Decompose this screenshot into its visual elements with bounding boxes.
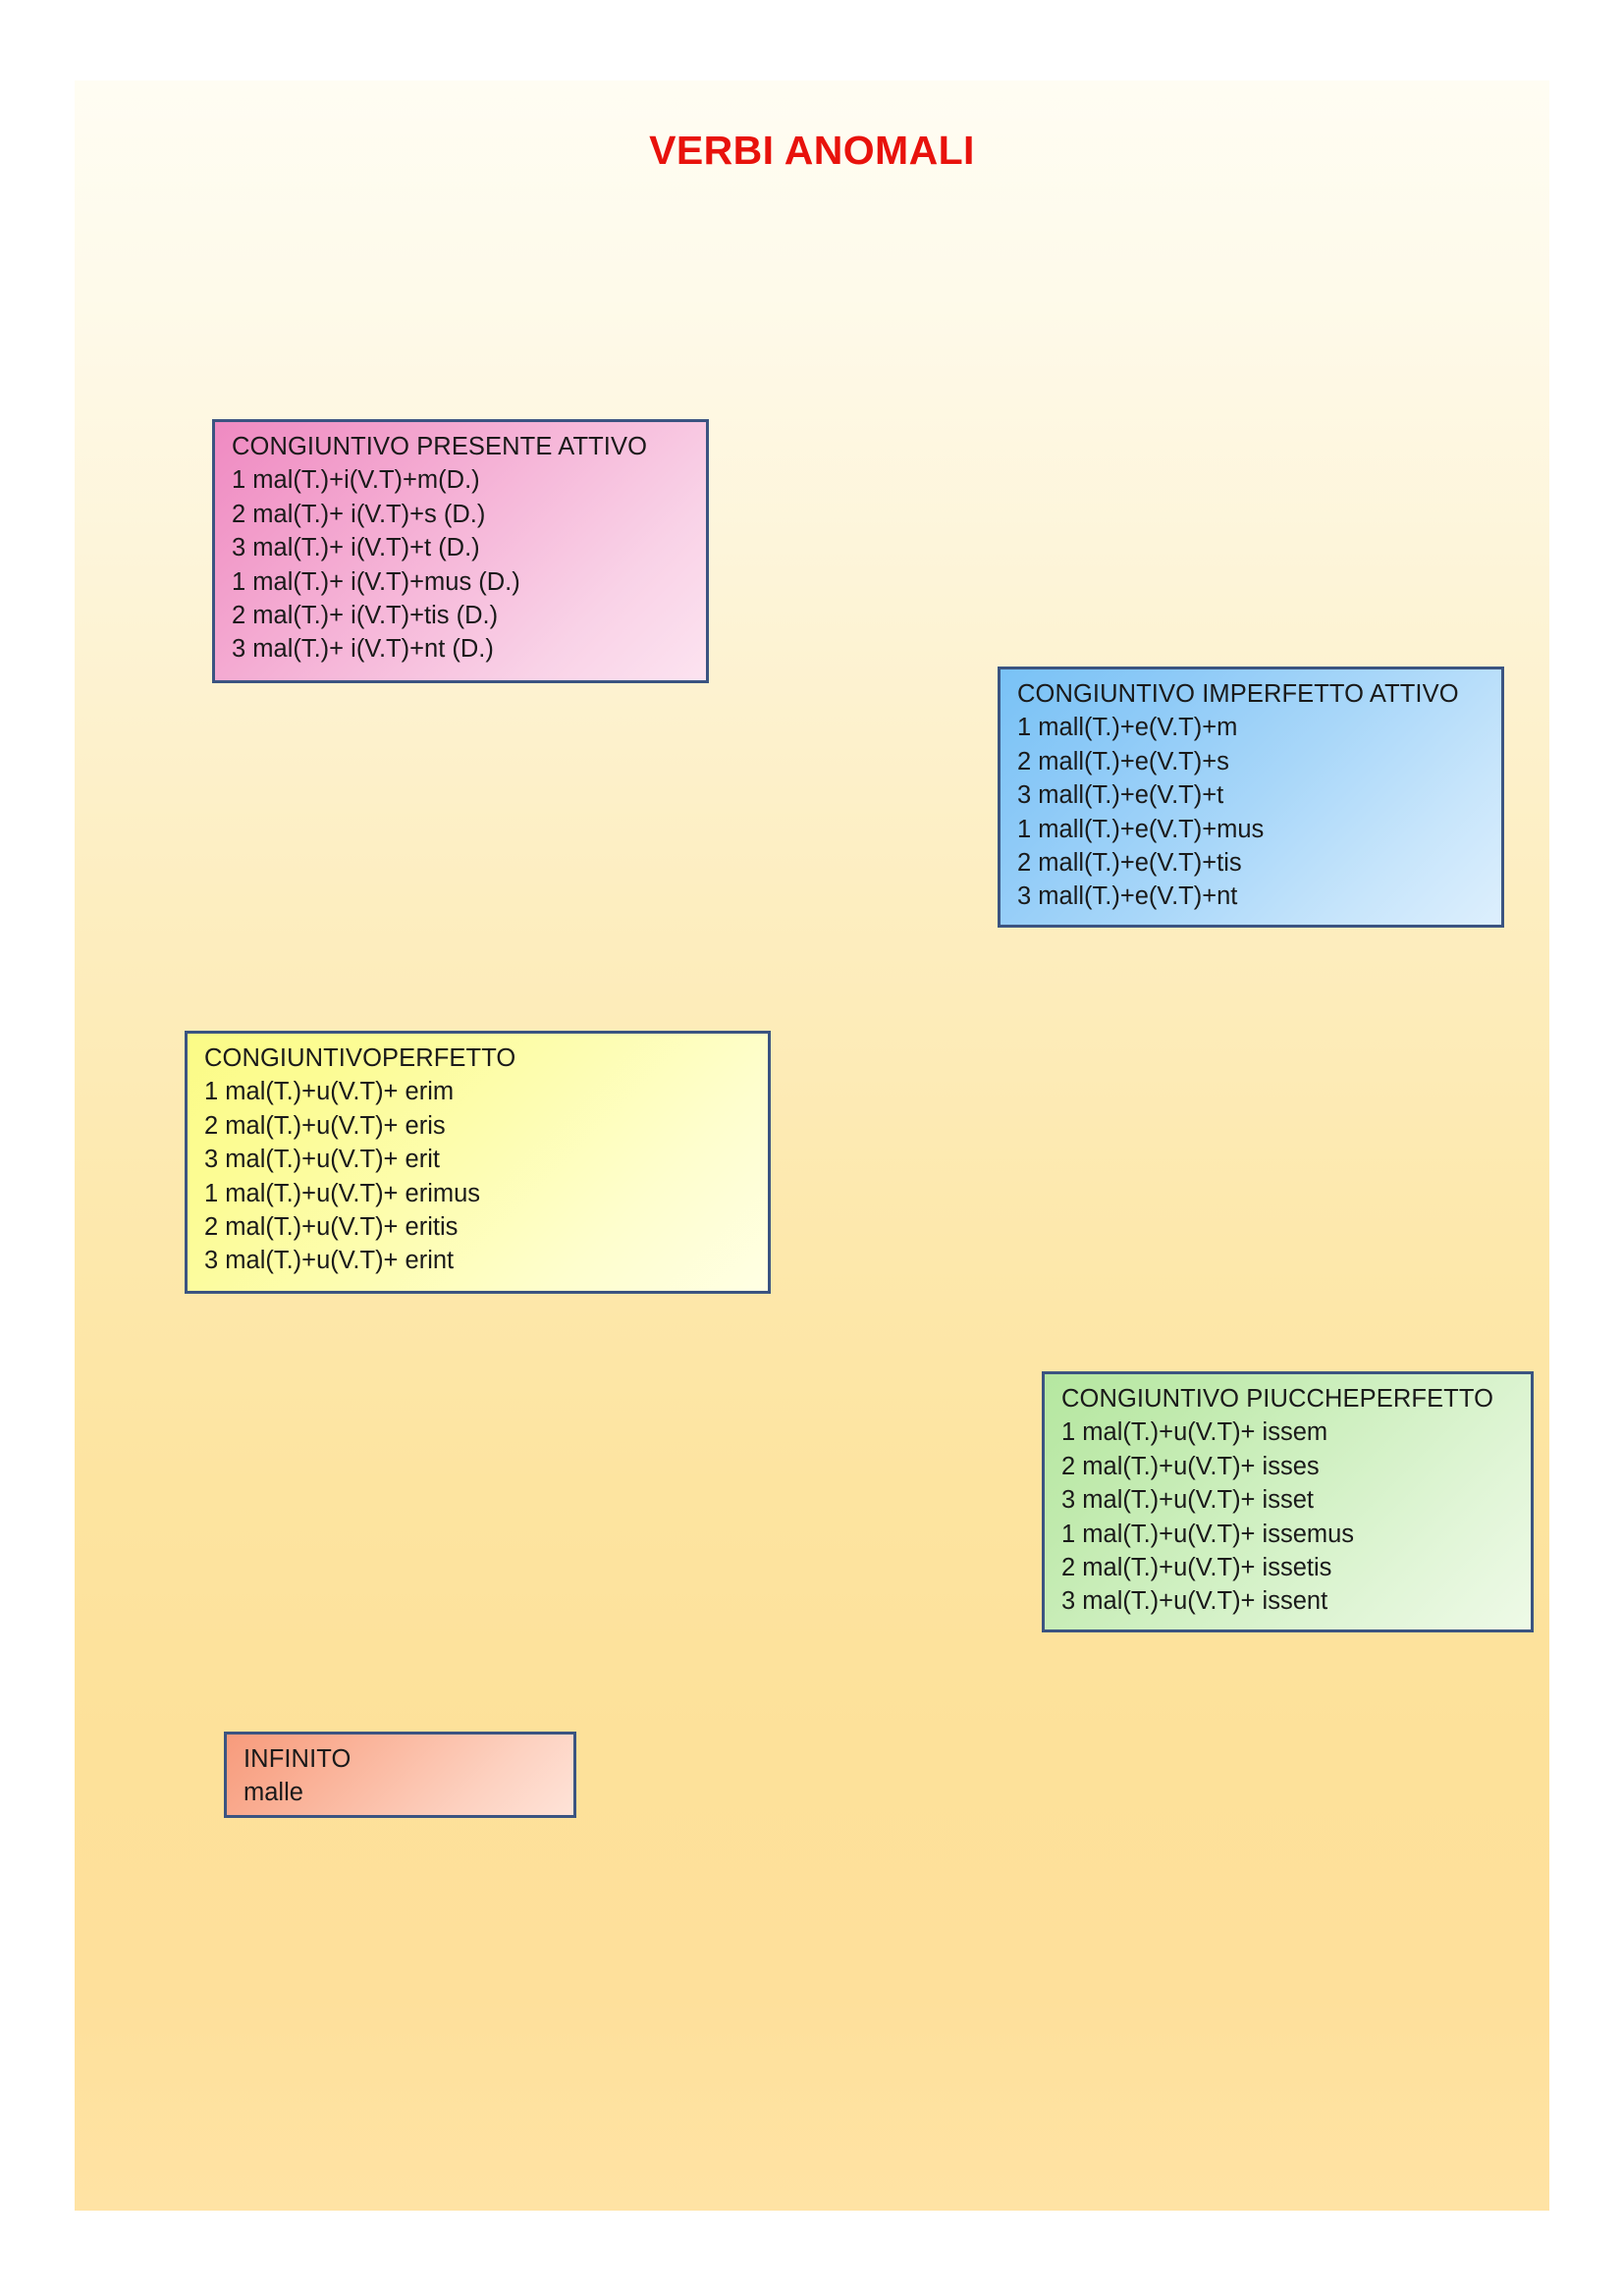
box-title: CONGIUNTIVO PRESENTE ATTIVO [232,433,648,460]
conjugation-line: 2 mal(T.)+u(V.T)+ isses [1061,1452,1320,1480]
conjugation-line: 3 mal(T.)+ i(V.T)+t (D.) [232,534,480,562]
box-title: CONGIUNTIVO PIUCCHEPERFETTO [1061,1385,1494,1413]
conjugation-line: 1 mal(T.)+ i(V.T)+mus (D.) [232,567,520,596]
conjugation-line: 2 mal(T.)+u(V.T)+ eritis [204,1213,459,1242]
conjugation-line: 2 mall(T.)+e(V.T)+tis [1017,849,1242,878]
box-title: CONGIUNTIVOPERFETTO [204,1044,516,1072]
conjugation-line: 2 mal(T.)+ i(V.T)+tis (D.) [232,602,499,630]
box-congiuntivo-presente-attivo: CONGIUNTIVO PRESENTE ATTIVO 1 mal(T.)+i(… [212,419,709,683]
conjugation-line: 1 mal(T.)+u(V.T)+ issemus [1061,1520,1355,1548]
conjugation-line: 2 mal(T.)+u(V.T)+ issetis [1061,1554,1332,1582]
conjugation-line: 2 mal(T.)+ i(V.T)+s (D.) [232,500,486,528]
box-infinito: INFINITO malle [224,1732,576,1818]
conjugation-line: 3 mal(T.)+ i(V.T)+nt (D.) [232,635,494,664]
conjugation-line: 2 mall(T.)+e(V.T)+s [1017,747,1229,775]
conjugation-line: 3 mal(T.)+u(V.T)+ issent [1061,1587,1328,1616]
conjugation-line: 1 mall(T.)+e(V.T)+mus [1017,815,1265,843]
box-congiuntivo-imperfetto-attivo: CONGIUNTIVO IMPERFETTO ATTIVO 1 mall(T.)… [998,667,1504,928]
infinitive-form: malle [243,1779,303,1807]
conjugation-line: 1 mal(T.)+u(V.T)+ erimus [204,1179,481,1207]
conjugation-line: 3 mall(T.)+e(V.T)+nt [1017,882,1238,911]
box-congiuntivo-piuccheperfetto: CONGIUNTIVO PIUCCHEPERFETTO 1 mal(T.)+u(… [1042,1371,1534,1632]
box-title: INFINITO [243,1745,352,1773]
box-congiuntivo-perfetto: CONGIUNTIVOPERFETTO 1 mal(T.)+u(V.T)+ er… [185,1031,771,1294]
conjugation-line: 3 mal(T.)+u(V.T)+ isset [1061,1486,1314,1515]
conjugation-line: 3 mal(T.)+u(V.T)+ erint [204,1247,455,1275]
page-title: VERBI ANOMALI [649,128,975,173]
conjugation-line: 1 mal(T.)+u(V.T)+ issem [1061,1418,1328,1447]
conjugation-line: 1 mal(T.)+i(V.T)+m(D.) [232,466,480,495]
conjugation-line: 2 mal(T.)+u(V.T)+ eris [204,1111,446,1140]
conjugation-line: 3 mal(T.)+u(V.T)+ erit [204,1146,440,1174]
conjugation-line: 1 mal(T.)+u(V.T)+ erim [204,1078,455,1106]
conjugation-line: 1 mall(T.)+e(V.T)+m [1017,714,1238,742]
conjugation-line: 3 mall(T.)+e(V.T)+t [1017,781,1224,810]
box-title: CONGIUNTIVO IMPERFETTO ATTIVO [1017,680,1459,708]
page-sheet: VERBI ANOMALI CONGIUNTIVO PRESENTE ATTIV… [75,80,1549,2211]
